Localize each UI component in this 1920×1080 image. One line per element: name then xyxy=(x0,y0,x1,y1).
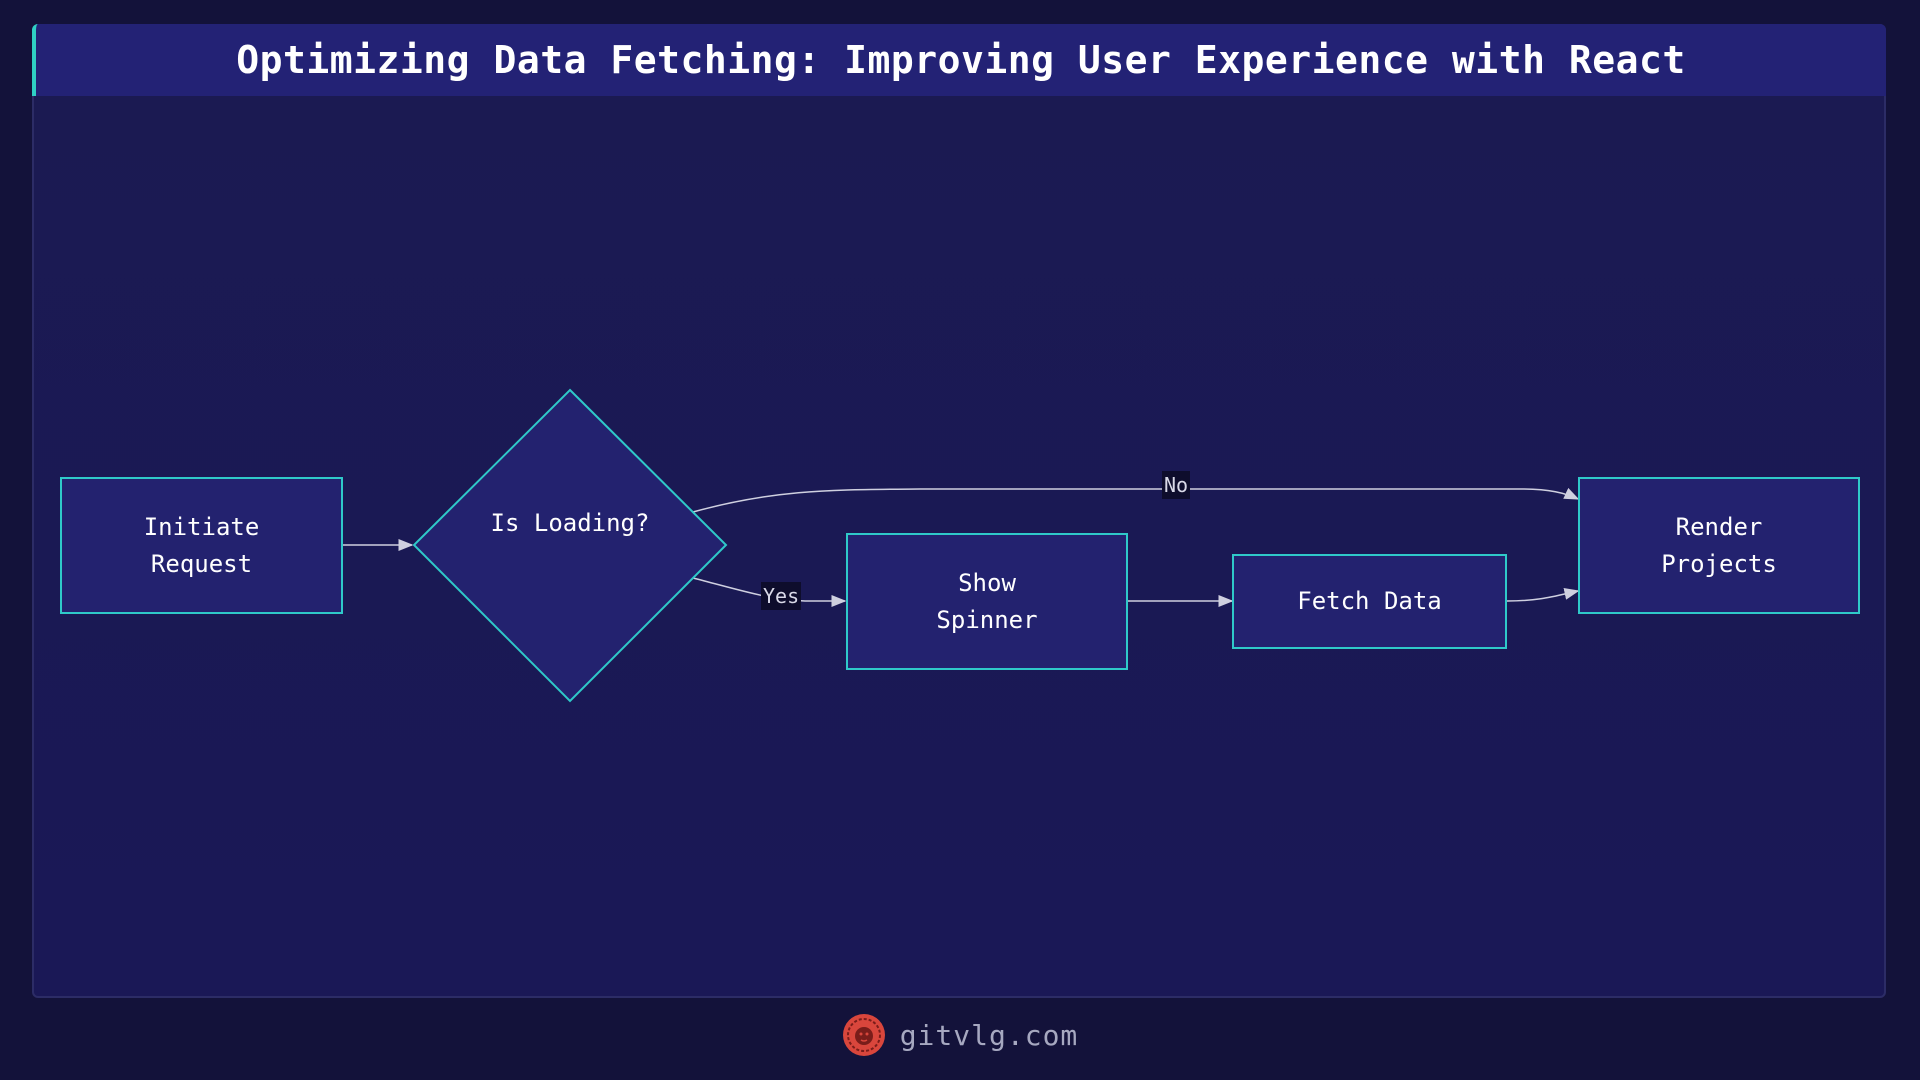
footer-site-link[interactable]: gitvlg.com xyxy=(899,1018,1079,1052)
node-is-loading: Is Loading? xyxy=(470,500,670,546)
node-fetch-data: Fetch Data xyxy=(1232,554,1507,649)
edge-fetch-to-render xyxy=(1506,588,1580,602)
lion-logo-icon xyxy=(842,1014,885,1056)
decision-diamond-shape xyxy=(412,388,728,703)
node-render-projects: Render Projects xyxy=(1578,477,1860,614)
node-initiate-request: Initiate Request xyxy=(60,477,343,614)
page-title: Optimizing Data Fetching: Improving User… xyxy=(236,38,1686,82)
node-render-label: Render Projects xyxy=(1661,512,1777,578)
edge-decision-to-render xyxy=(692,487,1580,513)
edge-decision-to-spinner xyxy=(692,577,847,607)
node-spinner-label: Show Spinner xyxy=(936,568,1038,634)
title-bar: Optimizing Data Fetching: Improving User… xyxy=(32,24,1886,96)
node-decision-label: Is Loading? xyxy=(490,508,650,537)
edge-label-no: No xyxy=(1162,471,1191,499)
node-initiate-label: Initiate Request xyxy=(143,512,260,578)
node-fetch-label: Fetch Data xyxy=(1297,587,1442,615)
footer: gitvlg.com xyxy=(0,1010,1920,1060)
node-show-spinner: Show Spinner xyxy=(846,533,1128,670)
edge-label-yes: Yes xyxy=(761,582,802,610)
